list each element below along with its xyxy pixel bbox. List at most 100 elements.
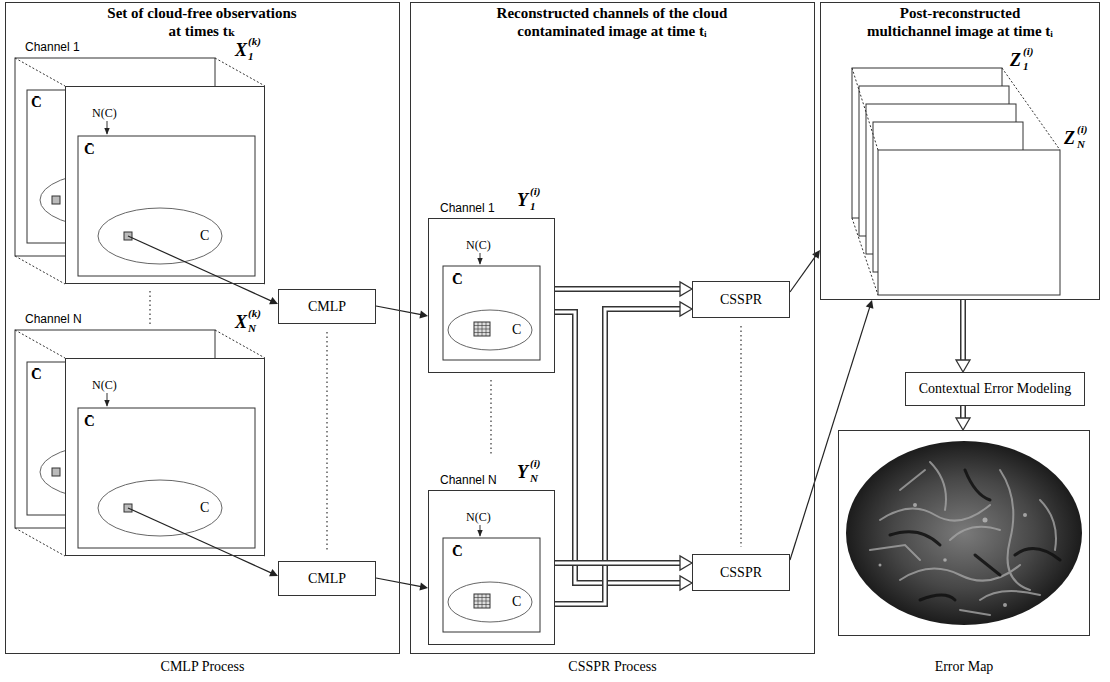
reconstructed-channel [443, 253, 540, 360]
flow-arrow [555, 312, 692, 590]
process-label: CSSPR [720, 565, 762, 581]
panel-frame: Post-reconstructed multichannel image at… [820, 2, 1100, 300]
ellipsis-dots [326, 332, 327, 552]
superscript: (k) [248, 35, 261, 47]
flow-arrow-line [376, 306, 421, 315]
error-map-image [846, 441, 1082, 625]
panel-title: Reconstructed channels of the cloud cont… [492, 4, 732, 40]
error-map-image [900, 565, 1020, 581]
math-symbol: X [235, 312, 247, 333]
channel-stack [15, 58, 65, 86]
flow-arrow-line [234, 556, 272, 573]
process-box: CSSPR [692, 554, 790, 591]
image-stack [852, 68, 878, 150]
arrow-head [419, 311, 428, 319]
flow-arrow [234, 284, 278, 304]
process-caption: CSSPR Process [410, 659, 815, 675]
error-map-image [1040, 500, 1056, 550]
channel-stack [215, 58, 265, 86]
error-map-image [943, 558, 947, 562]
flow-arrow [376, 306, 428, 318]
reconstructed-channel [448, 310, 532, 350]
channel-label: Channel 1 [440, 201, 495, 215]
channel-stack [128, 236, 234, 284]
channel-stack [78, 408, 255, 548]
region-label: C̄ [452, 543, 463, 560]
arrow-head [269, 297, 278, 304]
flow-arrow [956, 406, 970, 430]
flow-arrow-core [555, 309, 681, 604]
panel-title: Post-reconstructed multichannel image at… [860, 4, 1060, 40]
arrow-head [680, 302, 692, 316]
neighborhood-label: N(C) [466, 238, 491, 253]
image-frame: Channel 1 [428, 218, 555, 373]
subscript: 1 [248, 50, 254, 62]
flow-arrow-core [962, 406, 965, 419]
channel-stack [15, 58, 265, 284]
subscript: N [1077, 138, 1085, 150]
channel-stack [98, 208, 222, 264]
arrow-head [956, 360, 970, 372]
reconstructed-channel [448, 582, 532, 622]
channel-stack [15, 58, 265, 284]
math-symbol: X [235, 40, 247, 61]
reconstructed-channel [480, 253, 481, 264]
image-stack [852, 218, 878, 295]
arrow-head [680, 556, 692, 570]
error-map-image [1015, 549, 1060, 560]
math-symbol: Y [517, 190, 528, 211]
region-label: C [512, 594, 521, 610]
reconstructed-channel [474, 322, 490, 336]
error-map-image [879, 564, 882, 567]
channel-label: Channel 1 [25, 40, 80, 54]
ellipsis-dots [150, 291, 741, 552]
process-label: CMLP [308, 571, 346, 587]
reconstructed-channel [443, 525, 540, 632]
ellipsis-dots [149, 291, 150, 326]
subscript: 1 [1023, 60, 1029, 72]
region-label: C̄ [31, 94, 42, 111]
process-label: CMLP [308, 299, 346, 315]
channel-stack [15, 256, 65, 284]
neighborhood-label: N(C) [92, 106, 117, 121]
math-symbol: Y [517, 462, 528, 483]
reconstructed-channel [474, 594, 490, 608]
reconstructed-channel [443, 266, 540, 360]
flow-arrow-outline [555, 286, 681, 292]
process-box: CMLP [278, 289, 376, 324]
region-label: C̄ [31, 366, 42, 383]
process-box: CMLP [278, 561, 376, 596]
region-label: C̄ [452, 271, 463, 288]
panel-frame: Reconstructed channels of the cloud cont… [410, 2, 815, 654]
error-map-image [880, 505, 990, 521]
error-map-image [913, 503, 917, 507]
channel-label: Channel N [25, 312, 82, 326]
region-label: C [200, 228, 209, 244]
arrow-head [866, 300, 874, 309]
reconstructed-channel [480, 525, 481, 536]
error-map-image [960, 610, 990, 615]
flow-arrow [376, 578, 428, 590]
superscript: (i) [1077, 123, 1087, 135]
error-map-image [950, 527, 1000, 540]
arrow-head [956, 418, 970, 430]
neighborhood-label: N(C) [92, 378, 117, 393]
flow-arrow-outline [555, 560, 681, 566]
channel-stack [78, 136, 255, 276]
region-label: C̄ [84, 413, 95, 430]
image-stack [1002, 68, 1060, 150]
neighborhood-label: N(C) [466, 510, 491, 525]
error-map-image [890, 470, 1060, 600]
image-stack [852, 68, 1060, 295]
error-map-image [870, 545, 920, 560]
error-map-image [1003, 603, 1007, 607]
arrow-head [419, 583, 428, 591]
error-map-image [980, 591, 1040, 600]
channel-stack [98, 480, 222, 536]
ellipsis-dots [740, 326, 741, 547]
channel-label: Channel N [440, 473, 497, 487]
reconstructed-channel [443, 538, 540, 632]
